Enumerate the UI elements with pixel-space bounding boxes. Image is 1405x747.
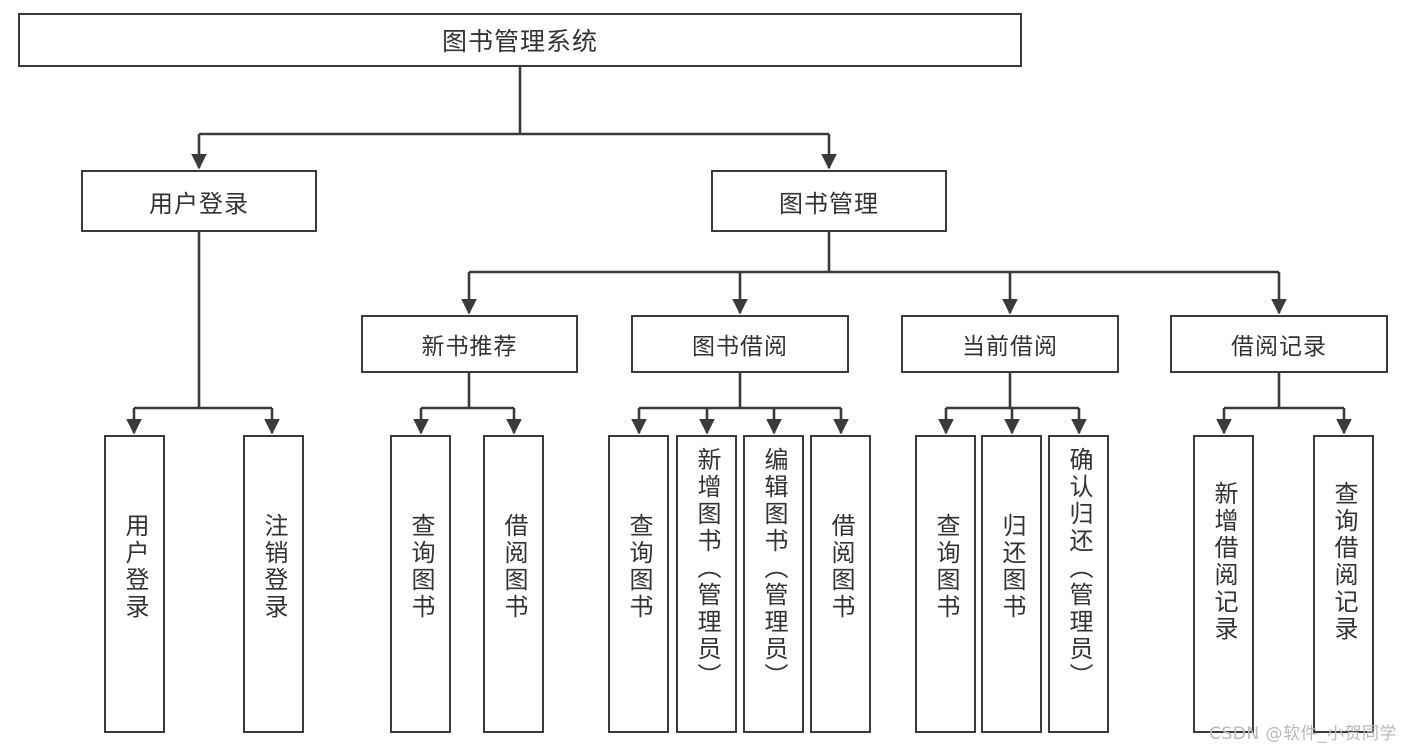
node-user-login[interactable]: 用户登录 xyxy=(81,170,317,232)
watermark: CSDN @软件_小贺同学 xyxy=(1209,724,1397,744)
node-root-label: 图书管理系统 xyxy=(441,27,598,56)
leaf-borrow-book-1-label: 借阅图书 xyxy=(499,513,528,621)
leaf-return-book-label: 归还图书 xyxy=(997,513,1026,621)
leaf-query-book-2-label: 查询图书 xyxy=(624,513,653,621)
leaf-user-login[interactable]: 用户登录 xyxy=(104,435,165,733)
leaf-logout-login[interactable]: 注销登录 xyxy=(243,435,304,733)
leaf-user-login-label: 用户登录 xyxy=(120,513,149,621)
leaf-query-book-1-label: 查询图书 xyxy=(406,513,435,621)
leaf-add-book-label: 新增图书（管理员） xyxy=(692,447,721,690)
leaf-query-borrow-record[interactable]: 查询借阅记录 xyxy=(1313,435,1374,733)
node-new-book-recommend-label: 新书推荐 xyxy=(421,334,518,360)
leaf-add-borrow-record[interactable]: 新增借阅记录 xyxy=(1193,435,1254,733)
leaf-add-book[interactable]: 新增图书（管理员） xyxy=(676,435,737,733)
leaf-query-book-2[interactable]: 查询图书 xyxy=(608,435,669,733)
leaf-confirm-return-label: 确认归还（管理员） xyxy=(1064,447,1093,690)
node-current-borrow[interactable]: 当前借阅 xyxy=(901,315,1119,373)
node-borrow-record[interactable]: 借阅记录 xyxy=(1170,315,1388,373)
leaf-confirm-return[interactable]: 确认归还（管理员） xyxy=(1048,435,1109,733)
leaf-edit-book[interactable]: 编辑图书（管理员） xyxy=(743,435,804,733)
node-root[interactable]: 图书管理系统 xyxy=(18,13,1022,67)
leaf-borrow-book-2-label: 借阅图书 xyxy=(826,513,855,621)
node-borrow-record-label: 借阅记录 xyxy=(1231,334,1327,360)
node-new-book-recommend[interactable]: 新书推荐 xyxy=(361,315,578,373)
node-current-borrow-label: 当前借阅 xyxy=(962,334,1058,360)
leaf-borrow-book-1[interactable]: 借阅图书 xyxy=(483,435,544,733)
leaf-return-book[interactable]: 归还图书 xyxy=(981,435,1042,733)
leaf-query-borrow-record-label: 查询借阅记录 xyxy=(1329,481,1358,643)
node-book-manage[interactable]: 图书管理 xyxy=(711,170,947,232)
leaf-logout-login-label: 注销登录 xyxy=(259,513,288,621)
node-book-manage-label: 图书管理 xyxy=(779,189,879,218)
leaf-borrow-book-2[interactable]: 借阅图书 xyxy=(810,435,871,733)
leaf-query-book-3[interactable]: 查询图书 xyxy=(915,435,976,733)
leaf-query-book-1[interactable]: 查询图书 xyxy=(390,435,451,733)
node-user-login-label: 用户登录 xyxy=(149,189,249,218)
node-book-borrow-label: 图书借阅 xyxy=(692,334,788,360)
leaf-edit-book-label: 编辑图书（管理员） xyxy=(759,447,788,690)
node-book-borrow[interactable]: 图书借阅 xyxy=(631,315,849,373)
leaf-add-borrow-record-label: 新增借阅记录 xyxy=(1209,481,1238,643)
leaf-query-book-3-label: 查询图书 xyxy=(931,513,960,621)
